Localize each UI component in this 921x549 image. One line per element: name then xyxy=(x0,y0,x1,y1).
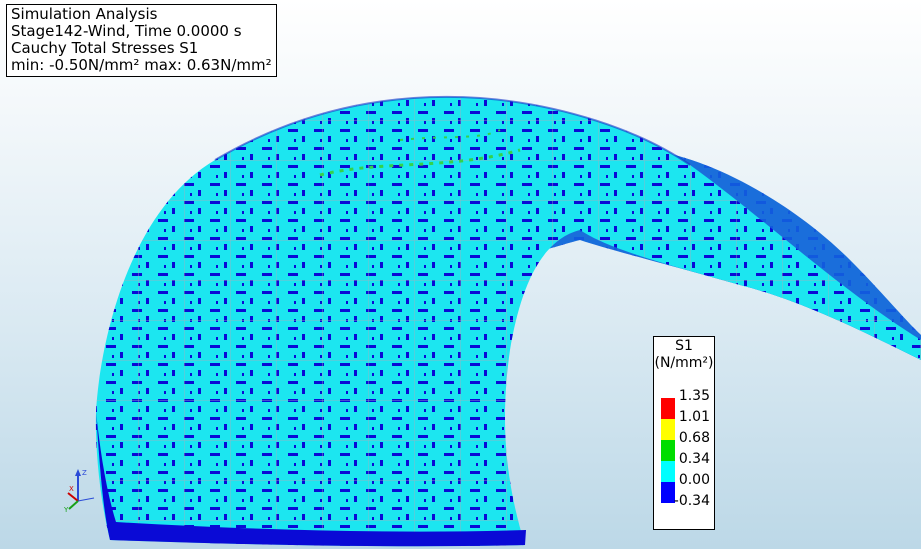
z-axis-label: Z xyxy=(82,469,87,477)
legend-tick: 1.01 xyxy=(678,409,710,425)
axes-triad-icon: Z X Y xyxy=(63,469,95,513)
stage-time: Stage142-Wind, Time 0.0000 s xyxy=(11,22,242,40)
legend-title: S1 xyxy=(675,338,693,354)
triad-base xyxy=(77,497,95,502)
legend-swatch-green xyxy=(661,440,675,461)
legend-unit: (N/mm²) xyxy=(654,355,714,371)
legend-tick: 1.35 xyxy=(678,388,710,404)
x-axis xyxy=(67,492,79,502)
y-axis xyxy=(68,500,79,510)
legend-swatch-cyan xyxy=(661,461,675,482)
arch-base-edge xyxy=(96,412,526,547)
x-axis-label: X xyxy=(69,485,74,493)
analysis-title: Simulation Analysis xyxy=(11,5,158,23)
legend-swatch-yellow xyxy=(661,419,675,440)
legend-tick: 0.00 xyxy=(678,472,710,488)
result-type: Cauchy Total Stresses S1 xyxy=(11,39,199,57)
stress-contour-pattern xyxy=(95,96,921,547)
arch-crown-edge xyxy=(214,95,691,166)
min-max-range: min: -0.50N/mm² max: 0.63N/mm² xyxy=(11,56,272,74)
legend-tick: -0.34 xyxy=(673,493,710,509)
legend-tick: 0.68 xyxy=(678,430,710,446)
y-axis-label: Y xyxy=(63,506,69,513)
stress-color-legend: S1 (N/mm²) 1.35 1.01 0.68 0.34 0.00 -0.3… xyxy=(653,336,715,530)
analysis-info-box: Simulation Analysis Stage142-Wind, Time … xyxy=(6,4,277,77)
legend-swatch-blue xyxy=(661,482,675,503)
legend-tick: 0.34 xyxy=(678,451,710,467)
z-axis-arrow-icon xyxy=(75,469,81,476)
legend-swatch-red xyxy=(661,398,675,419)
